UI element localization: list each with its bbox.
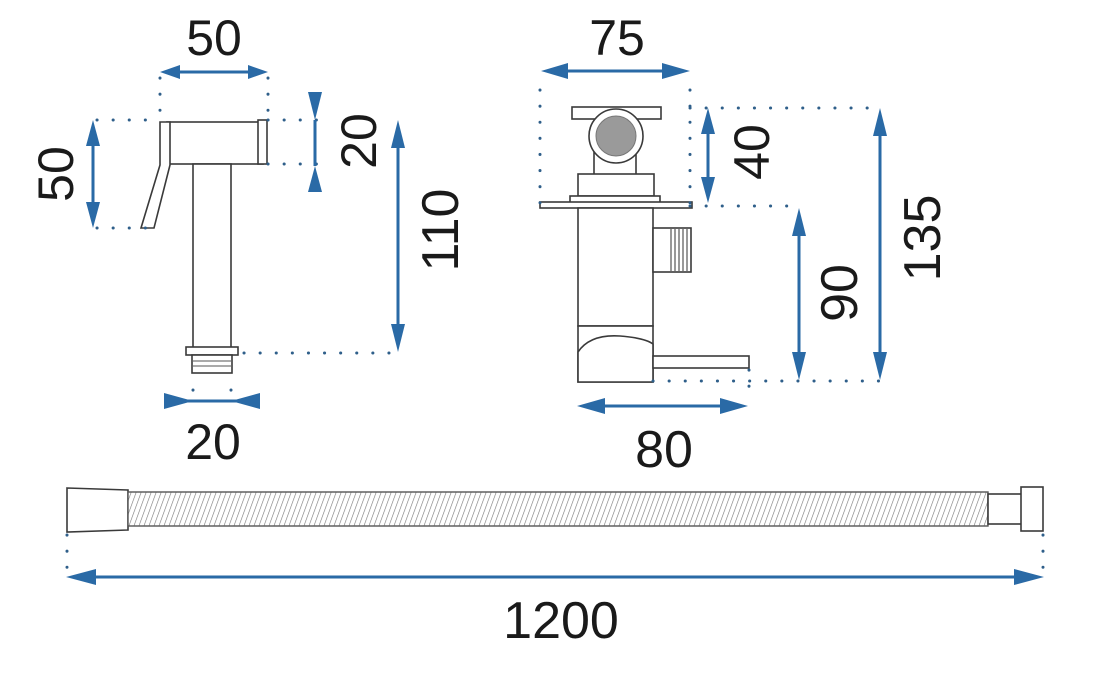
valve-lower-curve (577, 335, 654, 383)
label-valve-total-height: 135 (894, 195, 952, 282)
dimension-valve-lower-height: 90 (792, 208, 869, 380)
label-sprayer-connector-width: 20 (185, 414, 241, 470)
label-hose-length: 1200 (503, 592, 619, 650)
sprayer-head (166, 121, 264, 165)
dimension-sprayer-handle-height: 50 (28, 120, 100, 228)
sprayer-thread (191, 354, 233, 374)
dimension-valve-body-width: 75 (541, 10, 690, 79)
valve-drawing: 75 40 90 135 80 (538, 10, 952, 479)
sprayer-nut (185, 346, 239, 356)
dimension-hose-length: 1200 (66, 569, 1044, 650)
sprayer-drawing: 50 20 50 110 20 (28, 10, 470, 470)
valve-wall-plate (539, 201, 693, 209)
hose-right-sleeve (987, 493, 1023, 525)
valve-knob (595, 115, 637, 157)
sprayer-lever (139, 121, 171, 229)
valve-body (577, 207, 654, 327)
dimension-sprayer-connector-width: 20 (164, 393, 260, 470)
dimension-sprayer-head-width: 50 (160, 10, 268, 79)
sprayer-extension-lines (95, 76, 397, 402)
label-valve-lower-height: 90 (811, 264, 869, 322)
dimension-valve-spout-width: 80 (577, 398, 748, 479)
label-valve-body-width: 75 (589, 10, 645, 66)
hose-right-nut (1020, 486, 1044, 532)
label-valve-knob-height: 40 (724, 124, 780, 180)
label-valve-spout-width: 80 (635, 421, 693, 479)
sprayer-stem (192, 163, 232, 349)
hose-braided-tube (127, 491, 989, 527)
valve-collar (577, 173, 655, 197)
dimension-sprayer-head-height: 20 (308, 92, 387, 192)
dimension-valve-knob-height: 40 (701, 108, 780, 203)
dimension-valve-total-height: 135 (873, 108, 952, 380)
dimension-sprayer-total-height: 110 (391, 120, 470, 352)
label-sprayer-head-width: 50 (186, 10, 242, 66)
valve-spout (652, 355, 750, 369)
hose-left-cone (66, 487, 129, 533)
valve-outlet (652, 227, 692, 273)
label-sprayer-handle-height: 50 (28, 146, 84, 202)
hose-drawing: 1200 (65, 486, 1045, 650)
label-sprayer-head-height: 20 (331, 113, 387, 169)
sprayer-nozzle (257, 119, 268, 165)
hose-extension-lines (65, 533, 1045, 572)
label-sprayer-total-height: 110 (412, 189, 470, 272)
